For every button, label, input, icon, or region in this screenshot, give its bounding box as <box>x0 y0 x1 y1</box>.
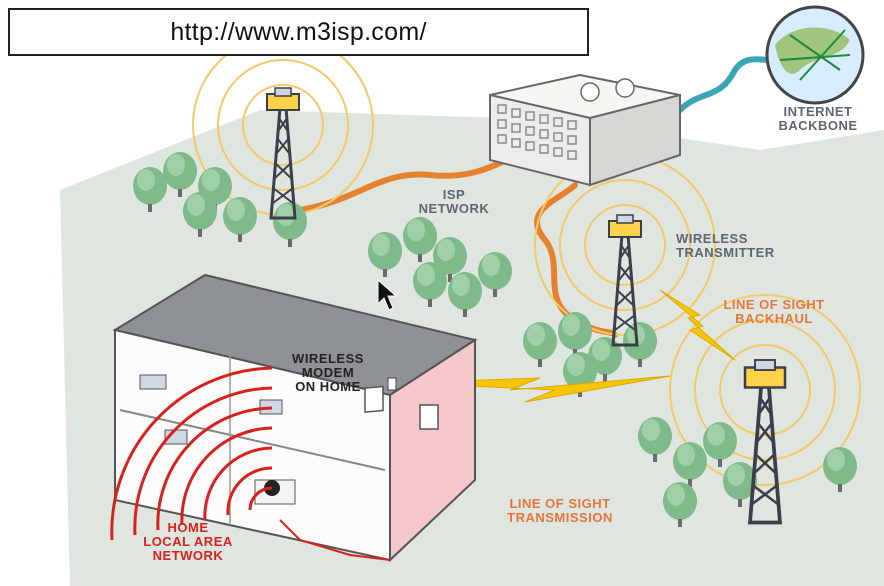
home-lan-signal <box>110 366 273 541</box>
signal-rings-right <box>669 294 861 486</box>
line-of-sight-transmission-label: LINE OF SIGHT TRANSMISSION <box>507 496 613 525</box>
wireless-transmitter-label: WIRELESS TRANSMITTER <box>676 231 775 260</box>
mouse-cursor-icon <box>377 278 398 311</box>
lan-cable <box>279 519 391 561</box>
internet-backbone-label: INTERNET BACKBONE <box>778 104 858 133</box>
isp-network-label: ISP NETWORK <box>418 187 490 216</box>
backbone-cable <box>677 56 773 113</box>
globe-icon <box>765 5 865 105</box>
backhaul-bolt <box>659 289 736 361</box>
signal-rings-left <box>192 34 374 216</box>
line-of-sight-backhaul-label: LINE OF SIGHT BACKHAUL <box>723 297 825 326</box>
home-local-area-network-label: HOME LOCAL AREA NETWORK <box>143 520 233 563</box>
wireless-modem-on-home-label: WIRELESS MODEM ON HOME <box>292 351 364 394</box>
house <box>112 273 478 563</box>
url-banner: http://www.m3isp.com/ <box>8 8 589 56</box>
isp-building <box>489 73 681 187</box>
